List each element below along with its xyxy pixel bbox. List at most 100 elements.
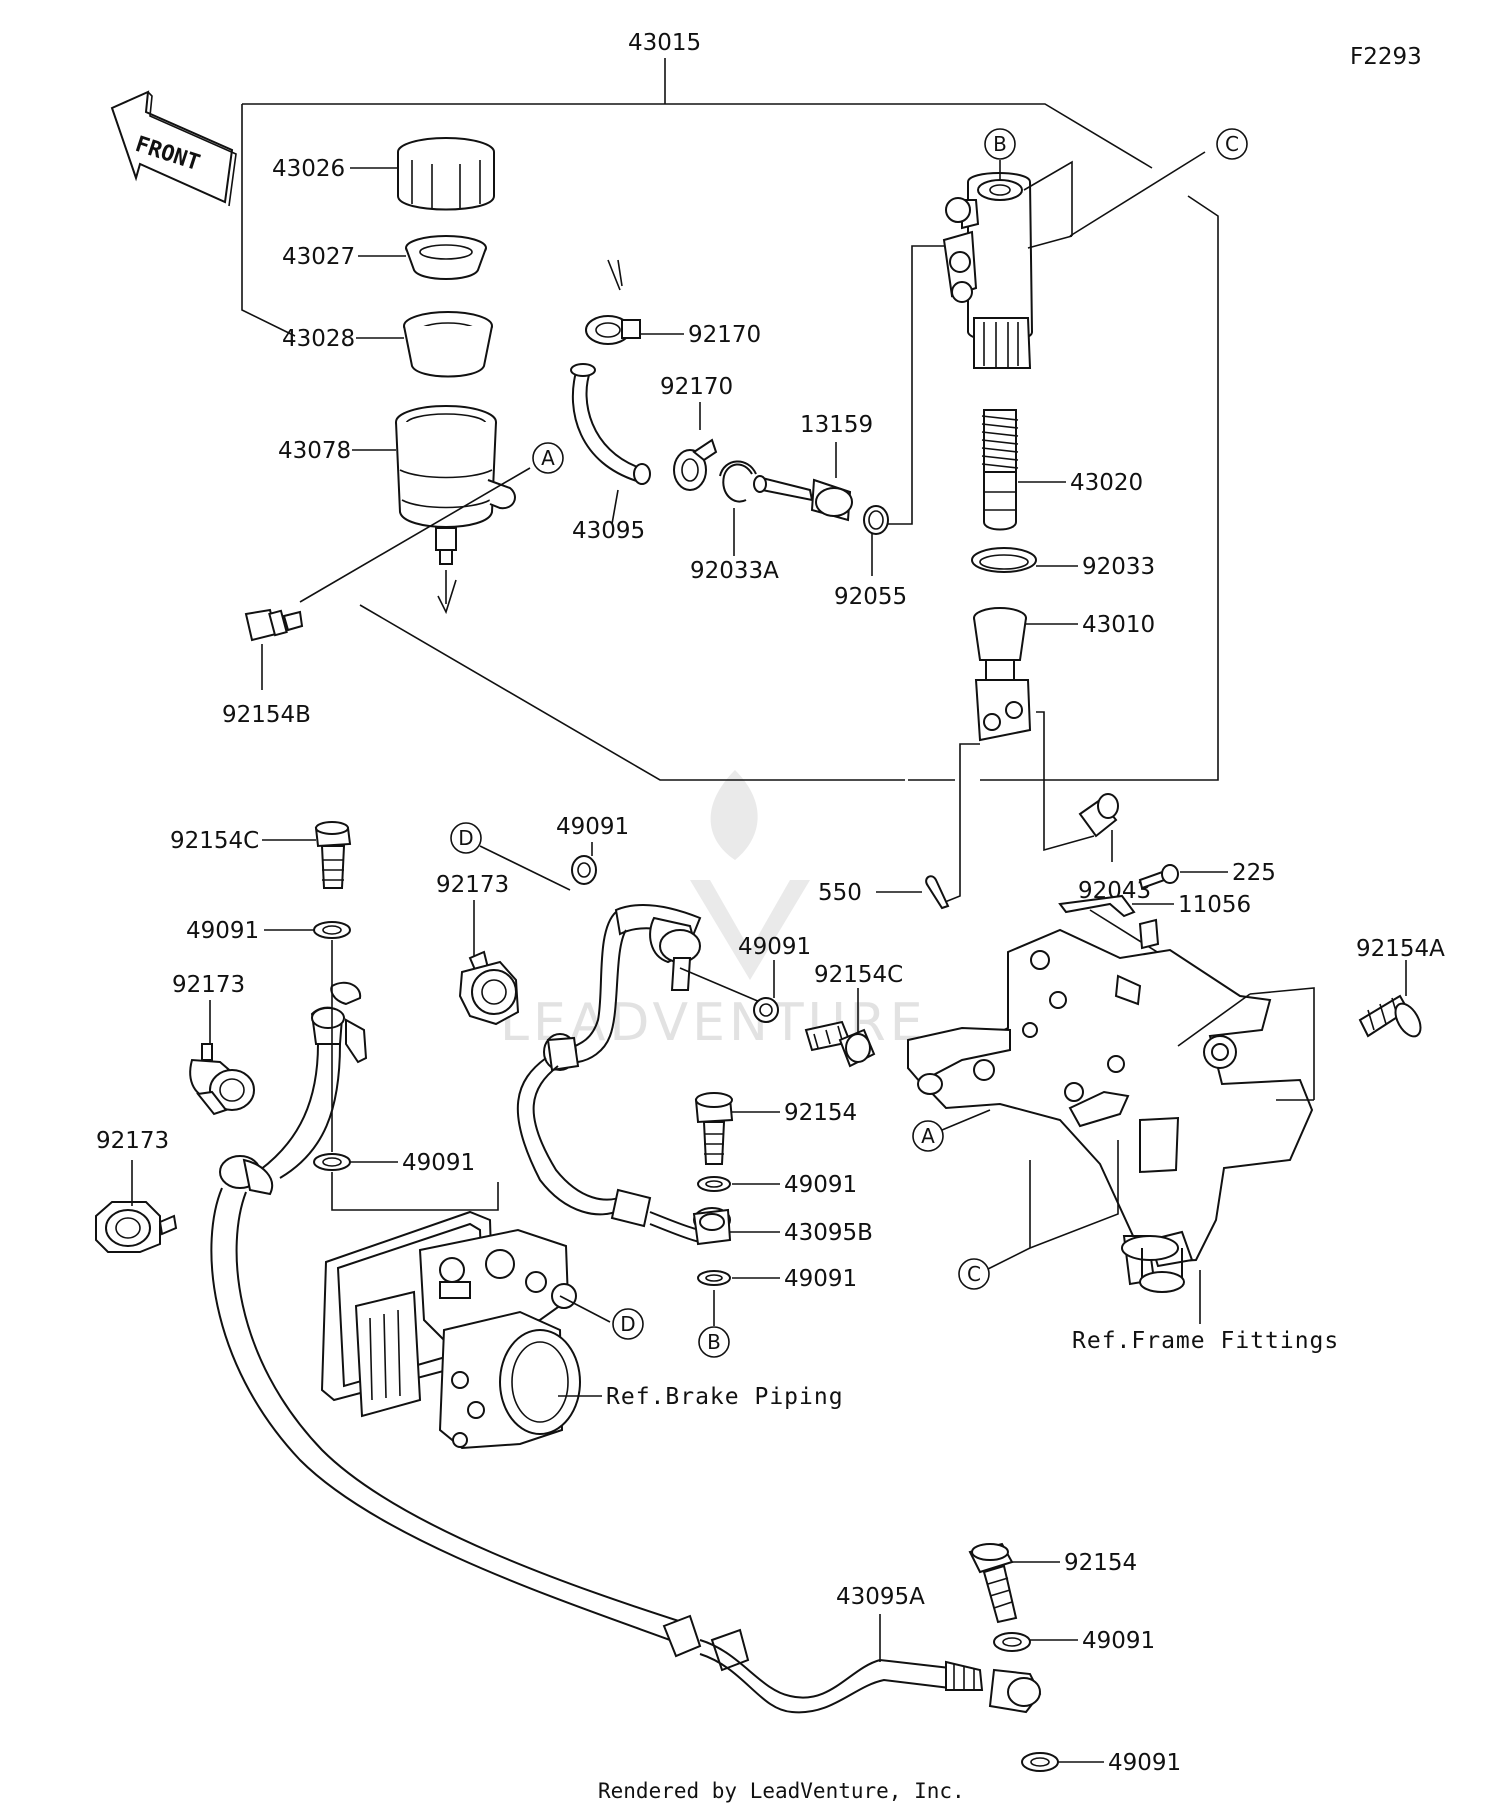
master-cylinder-body: [942, 172, 1034, 369]
push-rod-13159: [753, 475, 853, 522]
part-43015-label: 43015: [628, 30, 701, 56]
bolt-92154B: [244, 608, 304, 642]
part-43020-label: 43020: [1070, 470, 1143, 496]
part-43028-label: 43028: [282, 326, 355, 352]
part-550-label: 550: [818, 880, 862, 906]
part-43027-label: 43027: [282, 244, 355, 270]
part-92154-bottom-label: 92154: [1064, 1550, 1137, 1576]
clamp-92173-l2: [95, 1201, 178, 1253]
hose-mid: [516, 904, 732, 1246]
reservoir-cap: [397, 137, 495, 211]
callout-b-top-letter: B: [993, 132, 1007, 156]
washer-49091-m3: [697, 1176, 731, 1192]
footer-credit: Rendered by LeadVenture, Inc.: [598, 1779, 965, 1803]
part-49091-l2-label: 49091: [402, 1150, 475, 1176]
pin-92043: [1078, 793, 1119, 838]
washer-49091-l2: [313, 1153, 351, 1171]
part-49091-mtop-label: 49091: [556, 814, 629, 840]
callout-d-abs-letter: D: [620, 1312, 635, 1336]
callout-b-top: [984, 128, 1016, 160]
bracket-11056: [1058, 894, 1136, 918]
part-43095B-label: 43095B: [784, 1220, 873, 1246]
piston-spring-43020: [981, 409, 1019, 531]
part-49091-b1-label: 49091: [1082, 1628, 1155, 1654]
callout-d-mid: [450, 822, 482, 854]
part-92154C-mid-label: 92154C: [814, 962, 903, 988]
part-92173-l1-label: 92173: [172, 972, 245, 998]
part-43095A-label: 43095A: [836, 1584, 925, 1610]
washer-49091-l1: [313, 921, 351, 939]
washer-49091-b1: [993, 1632, 1031, 1652]
part-92170-top-label: 92170: [688, 322, 761, 348]
hose-left-abs: [219, 981, 368, 1196]
part-49091-m4-label: 49091: [784, 1266, 857, 1292]
hose-43095: [570, 363, 651, 485]
callout-c-top: [1216, 128, 1248, 160]
part-92154C-left-label: 92154C: [170, 828, 259, 854]
part-92154A-label: 92154A: [1356, 936, 1445, 962]
part-225-label: 225: [1232, 860, 1276, 886]
circlip-92033A: [719, 460, 757, 503]
callout-d-abs: [612, 1308, 644, 1340]
part-92154B-label: 92154B: [222, 702, 311, 728]
part-11056-label: 11056: [1178, 892, 1251, 918]
part-43078-label: 43078: [278, 438, 351, 464]
callout-c-top-letter: C: [1225, 132, 1239, 156]
reservoir: [395, 405, 516, 565]
diaphragm-plate: [405, 235, 487, 280]
washer-49091-b2: [1021, 1752, 1059, 1772]
part-13159-label: 13159: [800, 412, 873, 438]
ref-frame-fittings: Ref.Frame Fittings: [1072, 1328, 1339, 1354]
diaphragm: [403, 311, 493, 378]
clamp-92173-l1: [189, 1043, 255, 1116]
part-92173-mid-label: 92173: [436, 872, 509, 898]
callout-b-mid: [698, 1326, 730, 1358]
washer-49091-mtop: [571, 855, 597, 885]
callout-a-frame-letter: A: [921, 1124, 935, 1148]
abs-unit: [320, 1210, 581, 1450]
part-49091-b2-label: 49091: [1108, 1750, 1181, 1776]
part-92033-label: 92033: [1082, 554, 1155, 580]
front-arrow-icon: FRONT: [110, 90, 237, 207]
callout-a-top-letter: A: [541, 446, 555, 470]
o-ring-92055: [863, 505, 889, 535]
diagram-code: F2293: [1350, 44, 1422, 70]
part-92055-label: 92055: [834, 584, 907, 610]
bolt-92154A: [1358, 994, 1422, 1038]
part-92173-l2-label: 92173: [96, 1128, 169, 1154]
washer-49091-m2: [753, 997, 779, 1023]
ref-brake-piping: Ref.Brake Piping: [606, 1384, 844, 1410]
assembly-outline: [241, 58, 1219, 781]
clamp-92170-top: [585, 315, 641, 345]
part-43026-label: 43026: [272, 156, 345, 182]
screw-225: [1138, 864, 1179, 890]
part-92154-mid-label: 92154: [784, 1100, 857, 1126]
part-49091-m3-label: 49091: [784, 1172, 857, 1198]
callout-c-frame: [958, 1258, 990, 1290]
bolt-92154C-mid: [804, 1020, 876, 1068]
part-43010-label: 43010: [1082, 612, 1155, 638]
callout-c-frame-letter: C: [967, 1262, 981, 1286]
part-92170-mid-label: 92170: [660, 374, 733, 400]
clamp-92170-mid: [673, 438, 718, 491]
part-92033A-label: 92033A: [690, 558, 779, 584]
bolt-92154-bottom: [968, 1542, 1018, 1624]
callout-b-mid-letter: B: [707, 1330, 721, 1354]
circlip-92033: [971, 547, 1037, 573]
clamp-92173-mid: [458, 950, 520, 1026]
washer-49091-m4: [697, 1270, 731, 1286]
callout-a-top: [532, 442, 564, 474]
hose-43095A: [210, 1187, 1042, 1714]
bolt-92154-mid: [694, 1092, 734, 1165]
part-49091-m2-label: 49091: [738, 934, 811, 960]
cotter-pin-550: [925, 875, 950, 910]
part-49091-l1-label: 49091: [186, 918, 259, 944]
watermark: LEADVENTURE: [500, 770, 923, 1053]
frame-bracket: [906, 918, 1314, 1293]
push-rod-43010: [973, 607, 1032, 742]
part-43095-label: 43095: [572, 518, 645, 544]
callout-d-mid-letter: D: [458, 826, 473, 850]
bolt-92154C-left: [314, 821, 352, 889]
callout-a-frame: [912, 1120, 944, 1152]
